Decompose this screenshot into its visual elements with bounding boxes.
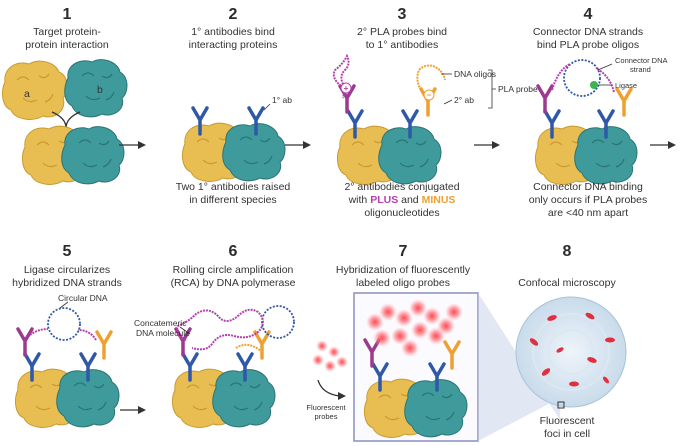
step-title-line: bind PLA probe oligos bbox=[537, 39, 639, 51]
step-caption-line: Fluorescent bbox=[540, 415, 595, 427]
step-caption-line: 2° antibodies conjugated bbox=[344, 181, 459, 193]
flow-arrow-head bbox=[138, 141, 146, 149]
step-number: 4 bbox=[584, 6, 593, 23]
step-5: 5 Ligase circularizes hybridized DNA str… bbox=[12, 243, 122, 428]
step-6: 6 Rolling circle amplification (RCA) by … bbox=[134, 243, 296, 428]
step-caption-line: oligonucleotides bbox=[364, 207, 439, 219]
connector-dna-circle bbox=[563, 59, 601, 97]
fluorescent-probes: Fluorescent probes bbox=[306, 340, 348, 421]
protein-a bbox=[1, 60, 68, 120]
protein-b bbox=[61, 126, 125, 185]
step-title-line: Connector DNA strands bbox=[533, 26, 643, 38]
connector-dna-label: Connector DNA bbox=[615, 56, 668, 65]
step-caption-line: only occurs if PLA probes bbox=[529, 194, 647, 206]
step-caption-line: in different species bbox=[189, 194, 276, 206]
concatemeric-label: DNA molecule bbox=[136, 328, 190, 338]
concatemeric-dna bbox=[176, 308, 264, 351]
step-number: 8 bbox=[563, 243, 572, 260]
step-caption-line: are <40 nm apart bbox=[548, 207, 628, 219]
primary-ab-label: 1° ab bbox=[272, 95, 292, 105]
step-number: 1 bbox=[63, 6, 72, 23]
step-number: 6 bbox=[229, 243, 238, 260]
step-title-line: Hybridization of fluorescently bbox=[336, 264, 471, 276]
protein-a-label: a bbox=[24, 88, 30, 100]
step-8: 8 Confocal microscopy Fluorescent foci i… bbox=[515, 243, 627, 440]
minus-oligo bbox=[416, 64, 446, 91]
plus-sign: + bbox=[344, 83, 349, 93]
step-title-line: 2° PLA probes bind bbox=[357, 26, 447, 38]
step-number: 2 bbox=[229, 6, 238, 23]
step-caption-line: Two 1° antibodies raised bbox=[176, 181, 291, 193]
step-title-line: Ligase circularizes bbox=[24, 264, 110, 276]
step-title-line: Rolling circle amplification bbox=[173, 264, 294, 276]
step-caption-plus-minus: with PLUS and MINUS bbox=[348, 194, 456, 206]
ligase-marker bbox=[590, 81, 598, 89]
cell-foci bbox=[529, 312, 615, 387]
step-2: 2 1° antibodies bind interacting protein… bbox=[176, 6, 292, 206]
step-number: 3 bbox=[398, 6, 407, 23]
step-4: 4 Connector DNA strands bind PLA probe o… bbox=[529, 6, 668, 219]
step-number: 7 bbox=[399, 243, 408, 260]
protein-b bbox=[222, 123, 286, 182]
step-caption-line: Connector DNA binding bbox=[533, 181, 643, 193]
circular-dna-label: Circular DNA bbox=[58, 293, 108, 303]
step-title-line: protein interaction bbox=[25, 39, 109, 51]
protein-b-label: b bbox=[97, 84, 103, 96]
pla-probe-label: PLA probe bbox=[498, 84, 538, 94]
step-title-line: labeled oligo probes bbox=[356, 277, 450, 289]
secondary-ab-label: 2° ab bbox=[454, 95, 474, 105]
ligase-label: Ligase bbox=[615, 81, 637, 90]
step-title-line: Target protein- bbox=[33, 26, 101, 38]
step-3: 3 2° PLA probes bind to 1° antibodies + … bbox=[332, 6, 538, 219]
fluorescent-probes-label: probes bbox=[315, 412, 338, 421]
dna-oligos-label: DNA oligos bbox=[454, 69, 496, 79]
step-title-line: 1° antibodies bind bbox=[191, 26, 275, 38]
zoom-box bbox=[557, 401, 565, 409]
connector-dna-label: strand bbox=[630, 65, 651, 74]
step-caption-line: foci in cell bbox=[544, 428, 590, 440]
step-title-line: hybridized DNA strands bbox=[12, 277, 122, 289]
minus-sign: − bbox=[427, 90, 432, 100]
step-title-line: Confocal microscopy bbox=[518, 277, 616, 289]
step-title-line: interacting proteins bbox=[189, 39, 278, 51]
step-title-line: (RCA) by DNA polymerase bbox=[171, 277, 296, 289]
fluorescent-probes-label: Fluorescent bbox=[306, 403, 346, 412]
step-title-line: to 1° antibodies bbox=[366, 39, 439, 51]
step-number: 5 bbox=[63, 243, 72, 260]
fluorescent-foci-cluster bbox=[366, 299, 463, 357]
concatemeric-label: Concatemeric bbox=[134, 318, 187, 328]
step-1: 1 Target protein- protein interaction a … bbox=[1, 6, 128, 185]
protein-b bbox=[64, 59, 128, 118]
circular-dna bbox=[47, 307, 81, 341]
step-7: 7 Hybridization of fluorescently labeled… bbox=[336, 243, 479, 442]
